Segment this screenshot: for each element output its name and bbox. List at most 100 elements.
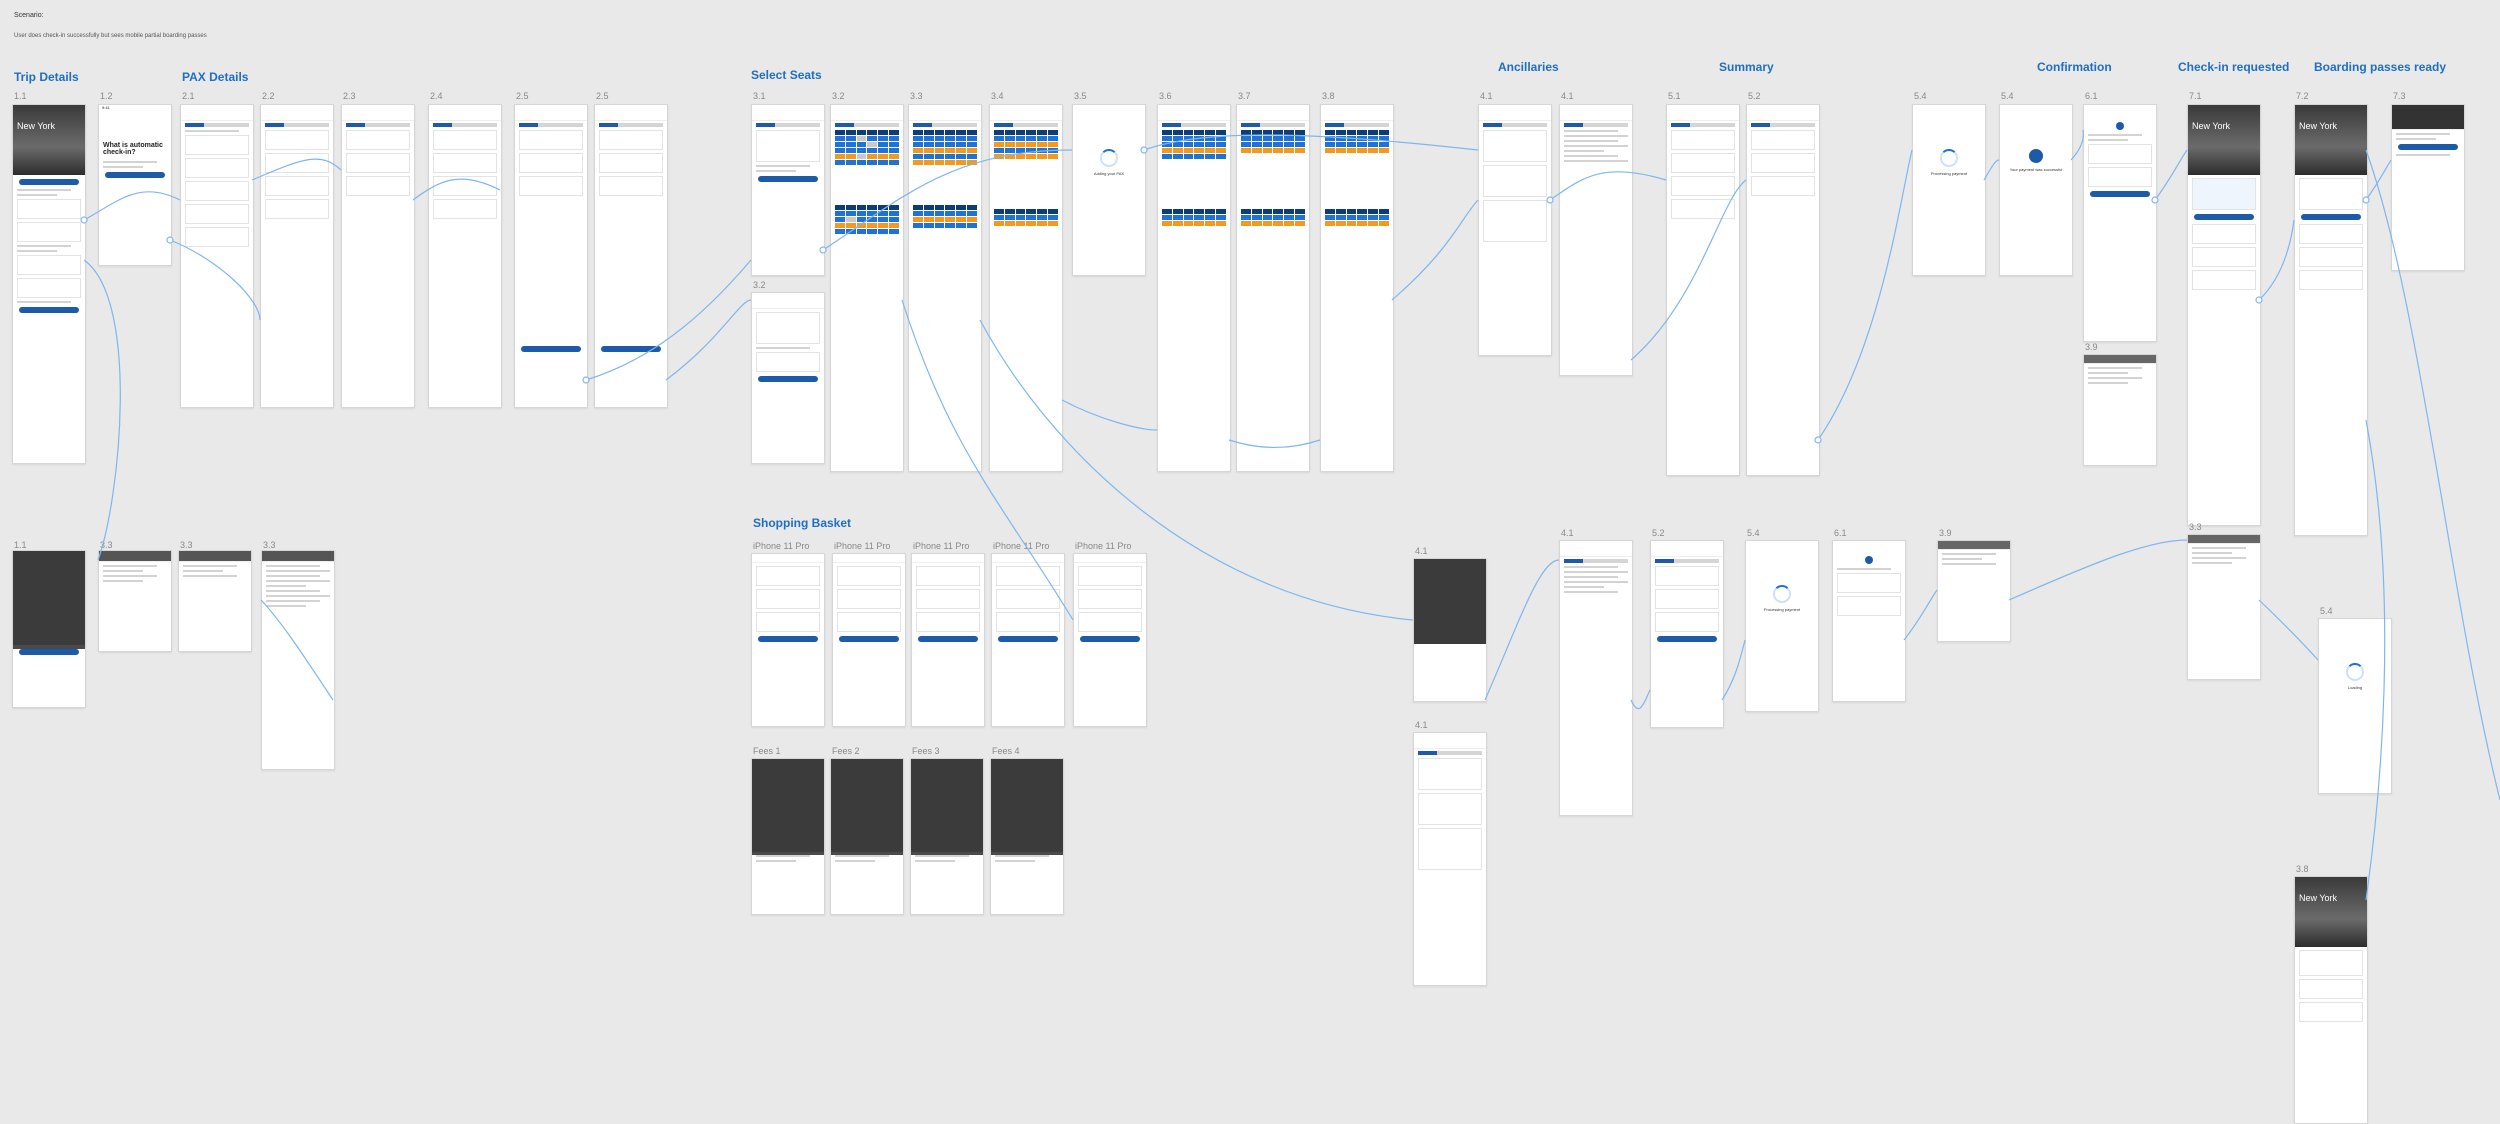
screen-ancillaries-modal[interactable] xyxy=(1413,558,1487,702)
continue-button[interactable] xyxy=(601,346,661,352)
screen-basket-4[interactable] xyxy=(991,553,1065,727)
flight-card[interactable] xyxy=(17,255,81,275)
basket-item[interactable] xyxy=(837,566,901,586)
seat-map[interactable] xyxy=(1241,209,1305,226)
primary-button[interactable] xyxy=(839,636,899,642)
pax-card[interactable] xyxy=(599,153,663,173)
screen-loading-5-4[interactable]: Loading xyxy=(2318,618,2392,794)
primary-button[interactable] xyxy=(758,176,818,182)
screen-sheet-3-3a[interactable] xyxy=(98,550,172,652)
flight-card[interactable] xyxy=(2299,224,2363,244)
bottom-sheet[interactable] xyxy=(13,648,85,707)
pax-card[interactable] xyxy=(1655,566,1719,586)
screen-seats-3-2[interactable] xyxy=(830,104,904,472)
pax-card[interactable] xyxy=(1671,199,1735,219)
basket-item[interactable] xyxy=(837,589,901,609)
pax-card[interactable] xyxy=(265,199,329,219)
screen-pax-2-1[interactable] xyxy=(180,104,254,408)
screen-fees-4[interactable] xyxy=(990,758,1064,915)
screen-trip-details-1-1[interactable]: New York xyxy=(12,104,86,464)
basket-item[interactable] xyxy=(916,566,980,586)
ancillary-card[interactable] xyxy=(1483,200,1547,242)
flight-card[interactable] xyxy=(2192,270,2256,290)
basket-item[interactable] xyxy=(837,612,901,632)
pax-card[interactable] xyxy=(265,176,329,196)
seat-option[interactable] xyxy=(756,352,820,372)
fees-sheet[interactable] xyxy=(991,855,1063,914)
screen-sheet-3-3c[interactable] xyxy=(261,550,335,770)
pax-card[interactable] xyxy=(185,204,249,224)
pax-card[interactable] xyxy=(1751,153,1815,173)
flight-card[interactable] xyxy=(17,199,81,219)
screen-checkin-7-1[interactable]: New York xyxy=(2187,104,2261,526)
screen-basket-5[interactable] xyxy=(1073,553,1147,727)
pax-card[interactable] xyxy=(433,130,497,150)
screen-basket-2[interactable] xyxy=(832,553,906,727)
ancillary-card[interactable] xyxy=(1418,793,1482,825)
screen-pax-2-2[interactable] xyxy=(260,104,334,408)
primary-button[interactable] xyxy=(2090,191,2150,197)
screen-trip-details-1-2[interactable]: 9:41 What is automatic check-in? xyxy=(98,104,172,266)
screen-boarding-7-2[interactable]: New York xyxy=(2294,104,2368,536)
boarding-pass-card[interactable] xyxy=(2299,950,2363,976)
screen-boarding-3-8[interactable]: New York xyxy=(2294,876,2368,1124)
continue-button[interactable] xyxy=(521,346,581,352)
screen-processing-5-4b[interactable]: Processing payment xyxy=(1745,540,1819,712)
screen-fees-1[interactable] xyxy=(751,758,825,915)
ancillary-card[interactable] xyxy=(1483,130,1547,162)
form-field[interactable] xyxy=(433,153,497,173)
screen-checkin-3-3[interactable] xyxy=(2187,534,2261,680)
form-field[interactable] xyxy=(433,199,497,219)
basket-item[interactable] xyxy=(1078,566,1142,586)
screen-ancillaries-4-1b[interactable] xyxy=(1559,104,1633,376)
pax-card[interactable] xyxy=(1655,589,1719,609)
ancillary-card[interactable] xyxy=(1418,828,1482,870)
pax-card[interactable] xyxy=(519,153,583,173)
pax-card[interactable] xyxy=(1751,176,1815,196)
primary-button[interactable] xyxy=(2301,214,2361,220)
ancillary-card[interactable] xyxy=(1483,165,1547,197)
screen-processing-5-4[interactable]: Processing payment xyxy=(1912,104,1986,276)
basket-item[interactable] xyxy=(756,589,820,609)
pax-card[interactable] xyxy=(599,130,663,150)
basket-item[interactable] xyxy=(996,566,1060,586)
screen-fees-2[interactable] xyxy=(830,758,904,915)
seat-map[interactable] xyxy=(913,205,977,228)
screen-ancillaries-4-1d[interactable] xyxy=(1413,732,1487,986)
basket-item[interactable] xyxy=(996,612,1060,632)
screen-auto-checkin-modal[interactable] xyxy=(12,550,86,708)
flight-card[interactable] xyxy=(2192,247,2256,267)
pax-card[interactable] xyxy=(1655,612,1719,632)
pax-card[interactable] xyxy=(346,153,410,173)
basket-item[interactable] xyxy=(1078,612,1142,632)
primary-button[interactable] xyxy=(2194,214,2254,220)
form-field[interactable] xyxy=(433,176,497,196)
primary-button[interactable] xyxy=(758,376,818,382)
screen-modal-3-9b[interactable] xyxy=(1937,540,2011,642)
pax-card[interactable] xyxy=(346,176,410,196)
ancillary-card[interactable] xyxy=(1418,758,1482,790)
screen-basket-3[interactable] xyxy=(911,553,985,727)
basket-item[interactable] xyxy=(916,612,980,632)
flight-card[interactable] xyxy=(17,222,81,242)
primary-button[interactable] xyxy=(19,307,79,313)
pax-card[interactable] xyxy=(265,153,329,173)
seat-map[interactable] xyxy=(994,209,1058,226)
flight-card[interactable] xyxy=(17,278,81,298)
basket-item[interactable] xyxy=(1078,589,1142,609)
screen-pax-2-4[interactable] xyxy=(428,104,502,408)
pax-card[interactable] xyxy=(1671,130,1735,150)
flight-card[interactable] xyxy=(2299,1002,2363,1022)
screen-summary-5-2b[interactable] xyxy=(1650,540,1724,728)
pax-card[interactable] xyxy=(519,130,583,150)
primary-button[interactable] xyxy=(758,636,818,642)
pax-card[interactable] xyxy=(185,135,249,155)
primary-button[interactable] xyxy=(1080,636,1140,642)
screen-sheet-3-3b[interactable] xyxy=(178,550,252,652)
screen-payment-ok-5-4[interactable]: Your payment was successful xyxy=(1999,104,2073,276)
screen-ancillaries-4-1e[interactable] xyxy=(1559,540,1633,816)
pax-card[interactable] xyxy=(185,227,249,247)
primary-button[interactable] xyxy=(19,648,79,655)
screen-ancillaries-4-1a[interactable] xyxy=(1478,104,1552,356)
flight-card[interactable] xyxy=(2192,224,2256,244)
